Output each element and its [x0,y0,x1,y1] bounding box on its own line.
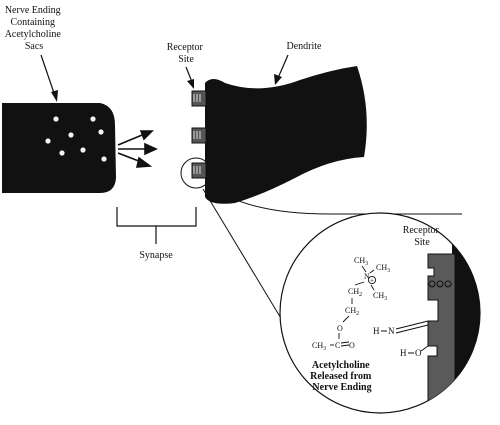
receptor-site [191,162,207,179]
acetyl-methyl: CH3 [312,341,326,352]
nerve-ending-shape [2,103,116,193]
dendrite-membrane [452,213,480,413]
svg-text:H: H [400,348,407,358]
acetylcholine-sacs [45,116,107,162]
release-arrowhead [144,142,158,156]
receptor-site [191,90,207,107]
acetylcholine-sac [101,156,107,162]
positive-charge-sign: + [370,277,374,285]
acetylcholine-sac [98,129,104,135]
synapse-label: Synapse [139,250,173,261]
release-arrowhead [135,156,153,168]
svg-text:O: O [415,348,422,358]
synapse-bracket [116,207,197,244]
acetylcholine-sac [59,150,65,156]
acetylcholine-sac [68,132,74,138]
anionic-minus: − [446,283,450,289]
molecule-caption: Acetylcholine Released from Nerve Ending [310,360,374,393]
acetylcholine-sac [45,138,51,144]
anionic-site-charge [436,280,444,288]
positive-charge [367,275,377,285]
receptor-site-pointer [185,66,194,89]
receptor-site-notch [193,94,201,102]
receptor-site-zoom-label: Receptor Site [403,225,442,248]
carbonyl-carbon: C [335,341,340,350]
methyl-label: CH3 [373,291,387,302]
svg-text:N: N [388,326,395,336]
ester-oxygen: O [337,324,343,333]
nerve-ending-label: Nerve Ending Containing Acetylcholine Sa… [5,5,64,52]
receptor-site-notch [193,131,201,139]
acetylcholine-molecule: CH3 CH3 N + CH3 CH2 CH2 O C O [312,256,390,352]
carbonyl-oxygen: O [349,341,355,350]
release-arrowhead [139,130,154,141]
acetylcholine-sac [80,147,86,153]
receptor-sites-small [191,90,207,179]
svg-text:H: H [373,326,380,336]
receptor-site-top-label: Receptor Site [167,42,206,65]
methylene-label: CH2 [345,306,359,317]
nerve-ending-pointer [40,54,58,102]
acetylcholine-sac [53,116,59,122]
receptor-site-notch [193,166,201,174]
methyl-label: CH3 [354,256,368,267]
anionic-site-charge [444,280,452,288]
receptor-hydroxyl-group: H O [400,345,429,358]
nitrogen-atom: N [364,272,370,281]
receptor-highlight-circle [180,157,212,189]
receptor-site [191,127,207,144]
anionic-site [428,280,452,288]
dendrite-label: Dendrite [287,41,323,52]
anionic-minus: − [438,283,442,289]
receptor-imine-group: H N [373,320,429,336]
methyl-label: CH3 [376,263,390,274]
anionic-site-charge [428,280,436,288]
acetylcholine-sac [90,116,96,122]
magnified-view: − − − Receptor Site H N H O CH3 CH3 [279,212,481,414]
dendrite-pointer [274,54,289,85]
receptor-protein [427,253,456,413]
methylene-label: CH2 [348,287,362,298]
dendrite-shape [205,66,367,204]
anionic-minus: − [430,283,434,289]
release-arrows [117,130,158,168]
